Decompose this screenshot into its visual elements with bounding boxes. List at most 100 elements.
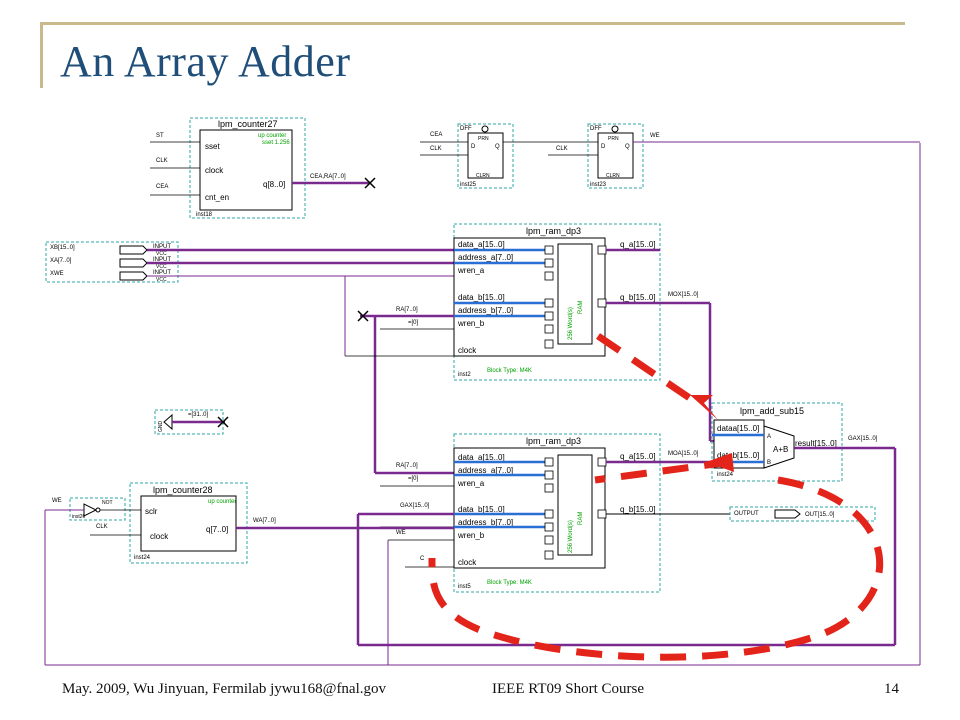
counter27-inst: inst18	[196, 212, 213, 218]
ram2-ram: RAM	[578, 512, 584, 525]
ram1-port-qa: q_a[15..0]	[620, 240, 656, 249]
input-vcc-2: VCC	[156, 264, 167, 270]
counter27-port-clock: clock	[205, 166, 224, 175]
dff2-block: DFF PRN D Q CLRN inst23 CLK WE	[548, 123, 920, 189]
dff2-inst: inst23	[590, 182, 607, 188]
ram1-out-mox: MOX[15..0]	[668, 292, 699, 298]
ram1-port-wren-b: wren_b	[457, 319, 485, 328]
ram1-port-addr-a: address_a[7..0]	[458, 253, 513, 262]
ram2-in-ra: RA[7..0]	[396, 463, 418, 469]
ram2-port-data-b: data_b[15..0]	[458, 505, 505, 514]
title-rule-vertical	[40, 22, 43, 88]
dff2-out-we: WE	[650, 133, 660, 139]
footer-page-number: 14	[884, 681, 899, 697]
ram1-words: 256 Word(s)	[568, 307, 574, 340]
ram1-block-type: Block Type: M4K	[487, 368, 532, 374]
counter27-port-sset: sset	[205, 142, 220, 151]
input-vcc-1: VCC	[156, 251, 167, 257]
addsub-port-a: dataa[15..0]	[717, 424, 759, 433]
counter28-in-we: WE	[52, 498, 62, 504]
addsub-a: A	[767, 434, 771, 440]
ram2-out-moa: MOA[15..0]	[668, 451, 699, 457]
dff2-q: Q	[625, 144, 630, 150]
counter27-out-label: CEA,RA[7..0]	[310, 174, 346, 180]
counter28-not: NOT	[102, 500, 113, 506]
input-xb: XB[15..0]	[50, 245, 75, 251]
ram2-inst: inst5	[458, 584, 471, 590]
addsub-name: lpm_add_sub15	[740, 406, 804, 416]
ram2-name: lpm_ram_dp3	[526, 436, 581, 446]
ram1-port-qb: q_b[15..0]	[620, 293, 656, 302]
input-tag-3: INPUT	[153, 270, 171, 276]
counter28-name: lpm_counter28	[153, 485, 213, 495]
counter28-type1: up counter	[208, 499, 236, 505]
arrow-adder-to-ram2-top	[594, 458, 731, 484]
dff2-clrn: CLRN	[606, 173, 620, 179]
ram1-inst: inst2	[458, 372, 471, 378]
ram2-port-qb: q_b[15..0]	[620, 505, 656, 514]
counter27-port-q: q[8..0]	[263, 180, 285, 189]
arrow-feedback-loop	[428, 476, 884, 661]
addsub-inst: inst24	[717, 472, 734, 478]
ram2-port-qa: q_a[15..0]	[620, 452, 656, 461]
ram2-port-wren-b: wren_b	[457, 531, 485, 540]
input-tag-1: INPUT	[153, 244, 171, 250]
addsub-port-result: result[15..0]	[795, 439, 837, 448]
dff1-q: Q	[495, 144, 500, 150]
counter27-type1: up counter	[258, 133, 286, 139]
ram2-port-addr-a: address_a[7..0]	[458, 466, 513, 475]
dff1-in-clk: CLK	[430, 146, 442, 152]
output-pin: OUTPUT OUT[15..0]	[729, 506, 876, 522]
arrow-ram1-to-adder	[596, 333, 702, 408]
ram1-port-wren-a: wren_a	[457, 266, 485, 275]
dff2-label: DFF	[590, 126, 602, 132]
counter28-port-q: q[7..0]	[206, 525, 228, 534]
input-vcc-3: VCC	[156, 277, 167, 283]
output-tag: OUTPUT	[734, 511, 759, 517]
footer-author: May. 2009, Wu Jinyuan, Fermilab jywu168@…	[62, 681, 387, 697]
gnd-block: GND =[31..0]	[154, 409, 229, 435]
ram1-port-data-a: data_a[15..0]	[458, 240, 505, 249]
counter27-type2: sset 1.256	[262, 140, 290, 146]
gnd-signal: =[31..0]	[188, 412, 209, 418]
ram2-in-zero: =[0]	[408, 476, 419, 482]
ram1-ram: RAM	[578, 301, 584, 314]
arrowhead-ram1-to-adder	[690, 395, 718, 420]
output-signal: OUT[15..0]	[805, 512, 835, 518]
counter27-in-st: ST	[156, 133, 164, 139]
dff1-in-cea: CEA	[430, 132, 442, 138]
ram2-block-type: Block Type: M4K	[487, 580, 532, 586]
ram2-words: 256 Word(s)	[568, 520, 574, 553]
slide-title: An Array Adder	[60, 37, 351, 86]
counter27-name: lpm_counter27	[218, 119, 278, 129]
dff1-d: D	[471, 144, 476, 150]
counter28-port-clock: clock	[150, 532, 169, 541]
dff2-d: D	[601, 144, 606, 150]
arrowhead-adder-to-ram2	[706, 453, 734, 472]
ram1-in-zero: =[0]	[408, 320, 419, 326]
counter28-port-sclr: sclr	[145, 507, 158, 516]
addsub-op: A+B	[773, 445, 788, 454]
counter28-block: lpm_counter28 up counter sclr clock q[7.…	[44, 482, 454, 665]
dff1-inst: inst25	[460, 182, 477, 188]
ram2-in-clk: C	[420, 556, 425, 562]
dff2-in-clk: CLK	[556, 146, 568, 152]
ram1-port-clock: clock	[458, 346, 477, 355]
dff1-pre: PRN	[478, 136, 489, 142]
ram2-port-data-a: data_a[15..0]	[458, 453, 505, 462]
ram2-in-gax: GAX[15..0]	[400, 503, 430, 509]
ram2-port-clock: clock	[458, 558, 477, 567]
counter27-in-clk: CLK	[156, 158, 168, 164]
ram2-block: lpm_ram_dp3 data_a[15..0] address_a[7..0…	[356, 433, 897, 665]
counter28-out-label: WA[7..0]	[253, 518, 276, 524]
counter28-in-clk: CLK	[96, 524, 108, 530]
gnd-label: GND	[158, 421, 164, 433]
counter27-block: lpm_counter27 up counter sset 1.256 sset…	[150, 117, 376, 219]
dataflow-annotations	[428, 333, 884, 661]
footer-course: IEEE RT09 Short Course	[492, 681, 644, 697]
addsub-port-b: datab[15..0]	[717, 451, 759, 460]
input-xwe: XWE	[50, 271, 64, 277]
ram2-port-wren-a: wren_a	[457, 479, 485, 488]
addsub-b: B	[767, 460, 771, 466]
dff1-block: DFF PRN D Q CLRN inst25 CEA CLK	[420, 123, 600, 189]
